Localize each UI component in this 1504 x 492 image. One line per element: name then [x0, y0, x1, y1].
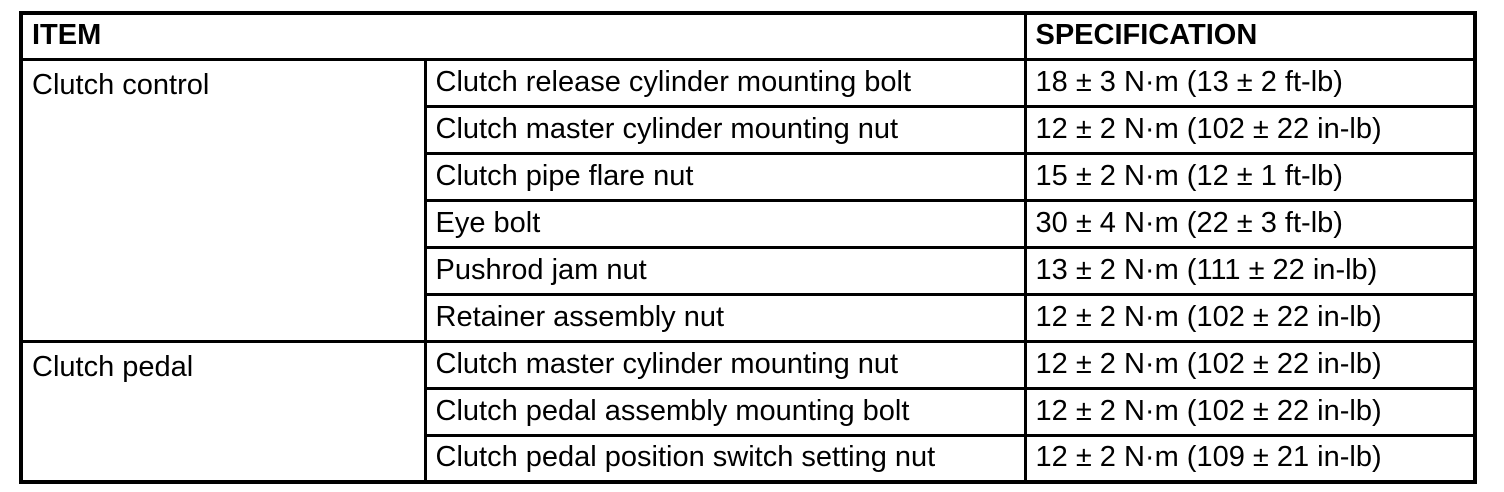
table-row: Clutch pedal Clutch master cylinder moun…: [19, 339, 1477, 484]
table-row: Eye bolt 30 ± 4 N·m (22 ± 3 ft-lb): [21, 198, 1477, 249]
table-row: Clutch pipe flare nut 15 ± 2 N·m (12 ± 1…: [21, 151, 1477, 202]
spec-cell: 12 ± 2 N·m (102 ± 22 in-lb): [1023, 104, 1477, 155]
component-cell: Eye bolt: [423, 198, 1027, 249]
group-cell-clutch-pedal: Clutch pedal: [19, 339, 427, 484]
table-row: Clutch master cylinder mounting nut 12 ±…: [21, 104, 1477, 155]
component-cell: Clutch master cylinder mounting nut: [423, 339, 1027, 390]
table-row: Clutch pedal assembly mounting bolt 12 ±…: [21, 386, 1477, 437]
component-cell: Clutch pipe flare nut: [423, 151, 1027, 202]
table-row: Clutch control Clutch release cylinder m…: [19, 57, 1477, 343]
table-row: Clutch pedal position switch setting nut…: [21, 433, 1477, 484]
component-cell: Clutch pedal position switch setting nut: [423, 433, 1027, 484]
component-cell: Clutch release cylinder mounting bolt: [423, 57, 1027, 108]
table-row: Pushrod jam nut 13 ± 2 N·m (111 ± 22 in-…: [21, 245, 1477, 296]
column-header-item: ITEM: [19, 11, 1027, 61]
spec-cell: 12 ± 2 N·m (102 ± 22 in-lb): [1023, 386, 1477, 437]
torque-specification-table: ITEM SPECIFICATION Clutch control Clutch…: [19, 11, 1477, 484]
component-cell: Clutch pedal assembly mounting bolt: [423, 386, 1027, 437]
table-row: Retainer assembly nut 12 ± 2 N·m (102 ± …: [21, 292, 1477, 343]
spec-cell: 12 ± 2 N·m (102 ± 22 in-lb): [1023, 292, 1477, 343]
spec-cell: 12 ± 2 N·m (102 ± 22 in-lb): [1023, 339, 1477, 390]
header-row: ITEM SPECIFICATION: [19, 11, 1477, 61]
spec-cell: 12 ± 2 N·m (109 ± 21 in-lb): [1023, 433, 1477, 484]
spec-cell: 30 ± 4 N·m (22 ± 3 ft-lb): [1023, 198, 1477, 249]
spec-cell: 13 ± 2 N·m (111 ± 22 in-lb): [1023, 245, 1477, 296]
spec-cell: 15 ± 2 N·m (12 ± 1 ft-lb): [1023, 151, 1477, 202]
group-cell-clutch-control: Clutch control: [19, 57, 427, 343]
component-cell: Retainer assembly nut: [423, 292, 1027, 343]
component-cell: Clutch master cylinder mounting nut: [423, 104, 1027, 155]
column-header-specification: SPECIFICATION: [1023, 11, 1477, 61]
spec-cell: 18 ± 3 N·m (13 ± 2 ft-lb): [1023, 57, 1477, 108]
component-cell: Pushrod jam nut: [423, 245, 1027, 296]
